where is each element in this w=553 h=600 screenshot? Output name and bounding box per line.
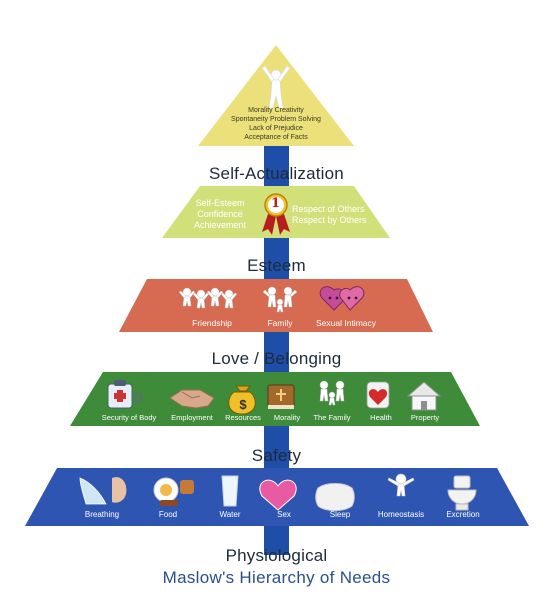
esteem-left-items: Self-Esteem Confidence Achievement xyxy=(194,198,246,231)
item-text: Self-Esteem xyxy=(195,198,245,208)
label-sex: Sex xyxy=(277,510,291,519)
label-sleep: Sleep xyxy=(329,510,351,519)
item-text: Morality Creativity xyxy=(248,107,304,114)
label-health: Health xyxy=(370,413,392,422)
item-text: Respect of Others xyxy=(292,204,365,214)
person-raising-arms-icon xyxy=(261,65,291,109)
family-icon xyxy=(262,286,298,313)
label-morality: Morality xyxy=(273,413,301,422)
heading-self-actualization: Self-Actualization xyxy=(209,164,344,183)
label-resources: Resources xyxy=(225,413,261,422)
pillow-icon xyxy=(315,483,355,511)
self-actualization-items: Morality Creativity Spontaneity Problem … xyxy=(231,106,321,142)
page-title: Maslow's Hierarchy of Needs xyxy=(162,568,391,587)
item-text: Confidence xyxy=(197,209,243,219)
toilet-icon xyxy=(447,475,477,511)
label-food: Food xyxy=(158,510,178,519)
item-text: Achievement xyxy=(194,220,247,230)
label-security-of-body: Security of Body xyxy=(101,413,157,422)
heading-safety: Safety xyxy=(251,446,302,465)
esteem-right-items: Respect of Others Respect by Others xyxy=(292,204,367,226)
label-property: Property xyxy=(410,413,440,422)
label-homeostasis: Homeostasis xyxy=(377,510,425,519)
heart-health-icon xyxy=(366,381,390,409)
item-text: Lack of Prejudice xyxy=(249,125,303,132)
svg-text:$: $ xyxy=(239,397,247,412)
money-bag-icon: $ xyxy=(228,385,256,415)
heart-icon xyxy=(259,479,297,511)
label-water: Water xyxy=(219,510,241,519)
item-text: Spontaneity Problem Solving xyxy=(231,116,321,123)
family-icon xyxy=(319,380,345,406)
label-sexual-intimacy: Sexual Intimacy xyxy=(316,318,376,328)
friends-group-icon xyxy=(178,287,238,309)
medal-number: 1 xyxy=(271,196,281,211)
water-glass-icon xyxy=(221,475,239,507)
doctor-kit-icon xyxy=(107,380,143,409)
heading-physiological: Physiological xyxy=(225,546,328,565)
food-plate-icon xyxy=(153,477,194,506)
label-breathing: Breathing xyxy=(84,510,120,519)
label-employment: Employment xyxy=(171,413,213,422)
first-place-medal-icon xyxy=(262,193,290,235)
kissing-hearts-icon xyxy=(319,286,365,311)
person-balance-icon xyxy=(387,473,415,497)
bible-icon xyxy=(267,384,295,409)
handshake-icon xyxy=(169,389,215,409)
label-the-family: The Family xyxy=(313,413,351,422)
house-icon xyxy=(406,381,442,411)
label-friendship: Friendship xyxy=(192,318,232,328)
label-family: Family xyxy=(267,318,293,328)
item-text: Respect by Others xyxy=(292,215,367,225)
heading-love-belonging: Love / Belonging xyxy=(211,349,342,368)
item-text: Acceptance of Facts xyxy=(244,134,308,141)
label-excretion: Excretion xyxy=(446,510,480,519)
breath-icon xyxy=(79,477,127,505)
heading-esteem: Esteem xyxy=(247,256,306,275)
